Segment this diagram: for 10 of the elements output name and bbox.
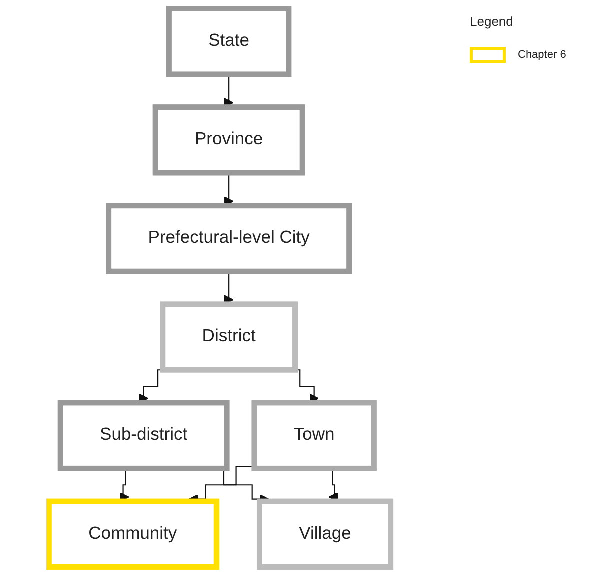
node-box: State <box>166 6 292 78</box>
legend-label: Chapter 6 <box>518 49 566 61</box>
node-box: Sub-district <box>58 400 230 472</box>
node-box: Prefectural-level City <box>106 203 352 274</box>
node-box: Community <box>46 498 220 570</box>
node-box: Town <box>252 400 377 472</box>
node-box: Province <box>152 104 306 176</box>
legend-title: Legend <box>470 14 514 29</box>
node-box: District <box>160 302 298 373</box>
node-box: Village <box>256 498 394 570</box>
